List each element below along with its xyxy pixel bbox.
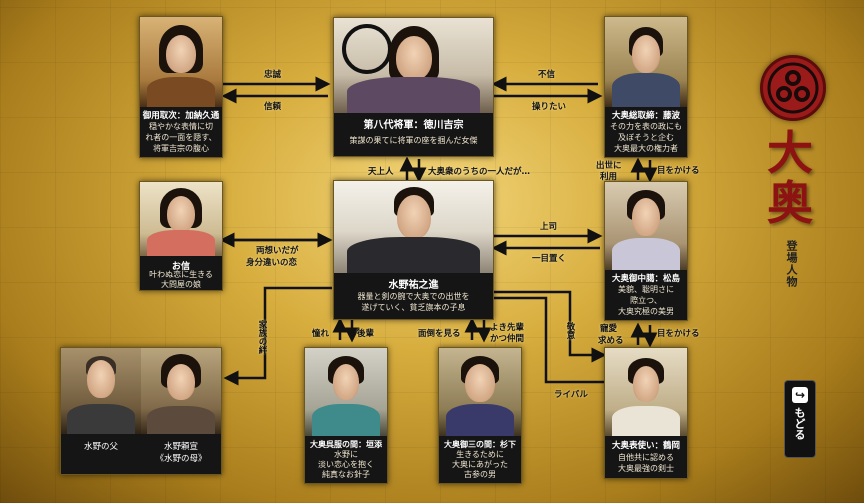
kakizoe-desc-2: 淡い恋心を抱く <box>318 460 374 469</box>
tsuruoka-name: 大奥表使い：鶴岡 <box>611 441 680 451</box>
title-char-2: 奥 <box>767 176 813 230</box>
label-oku: 大奥衆のうちの一人だが… <box>428 167 531 177</box>
label-shinrai: 信頼 <box>264 102 282 112</box>
mother-role: 《水野の母》 <box>155 454 207 464</box>
subtitle: 登場人物 <box>785 240 798 288</box>
fujinami-portrait <box>605 17 687 107</box>
label-yoki-1: よき先輩 <box>490 323 525 333</box>
matsushima-desc-2: 際立つ、 <box>630 296 662 305</box>
yoshimune-desc: 策謀の果てに将軍の座を掴んだ女傑 <box>349 136 478 145</box>
matsushima-name: 大奥御中臈：松島 <box>611 274 680 284</box>
arrow-keii <box>492 290 607 363</box>
onobu-portrait <box>140 182 222 256</box>
sugishita-desc-2: 大奥にあがった <box>452 460 508 469</box>
kanou-portrait <box>140 17 222 107</box>
label-ryouomoi-2: 身分違いの恋 <box>246 258 298 268</box>
card-tsuruoka[interactable]: 大奥表使い：鶴岡 自他共に認める 大奥最強の剣士 <box>604 347 688 479</box>
label-yoki-2: かつ仲間 <box>490 334 525 344</box>
mizuno-portrait <box>334 181 493 273</box>
sugishita-desc-1: 生きるために <box>456 450 504 459</box>
sugishita-portrait <box>439 348 521 436</box>
yoshimune-name: 第八代将軍：徳川吉宗 <box>363 120 464 131</box>
tsuruoka-desc-1: 自他共に認める <box>618 453 674 462</box>
card-fujinami[interactable]: 大奥総取締：藤波 その力を表の政にも 及ぼそうと企む 大奥最大の権力者 <box>604 16 688 158</box>
arrow-kazoku <box>223 286 332 386</box>
label-chouai-2: 求める <box>598 336 624 346</box>
label-tenjou: 天上人 <box>368 167 394 177</box>
fujinami-name: 大奥総取締：藤波 <box>611 111 680 121</box>
label-chouai-1: 寵愛 <box>600 324 618 334</box>
label-akogare: 憧れ <box>312 329 330 339</box>
card-kakizoe[interactable]: 大奥呉服の間：垣添 水野に 淡い恋心を抱く 純真なお針子 <box>304 347 388 484</box>
label-chuusei: 忠誠 <box>264 70 282 80</box>
father-portrait <box>61 348 141 434</box>
card-kanou[interactable]: 御用取次：加納久通 穏やかな表情に切 れ者の一面を隠す、 将軍吉宗の腹心 <box>139 16 223 158</box>
card-sugishita[interactable]: 大奥御三の間：杉下 生きるために 大奥にあがった 古参の男 <box>438 347 522 484</box>
label-riyou: 利用 <box>600 172 618 182</box>
onobu-name: お信 <box>171 262 190 272</box>
kakizoe-portrait <box>305 348 387 436</box>
matsushima-desc-1: 美貌、聡明さに <box>618 285 674 294</box>
mizuno-desc-1: 器量と剣の腕で大奥での出世を <box>357 292 470 301</box>
label-mekakeru-1: 目をかける <box>657 166 700 176</box>
card-matsushima[interactable]: 大奥御中臈：松島 美貌、聡明さに 際立つ、 大奥究極の美男 <box>604 181 688 321</box>
card-yoshimune[interactable]: 第八代将軍：徳川吉宗 策謀の果てに将軍の座を掴んだ女傑 <box>333 17 494 157</box>
kakizoe-desc-3: 純真なお針子 <box>322 470 370 479</box>
label-kouhai: 後輩 <box>357 329 375 339</box>
label-mendou: 面倒を見る <box>418 329 461 339</box>
label-fushin: 不信 <box>538 70 556 80</box>
return-arrow-icon: ↪ <box>792 387 808 403</box>
sugishita-desc-3: 古参の男 <box>464 470 496 479</box>
onobu-desc-2: 大問屋の娘 <box>161 280 201 289</box>
tsuruoka-desc-2: 大奥最強の剣士 <box>618 464 674 473</box>
mother-name: 水野頼宣 <box>163 442 198 452</box>
card-parents[interactable]: 水野の父 水野頼宣 《水野の母》 <box>60 347 222 475</box>
fujinami-desc-2: 及ぼそうと企む <box>618 133 674 142</box>
card-onobu[interactable]: お信 叶わぬ恋に生きる 大問屋の娘 <box>139 181 223 291</box>
label-ichimoku: 一目置く <box>532 254 567 264</box>
mizuno-name: 水野祐之進 <box>388 280 439 291</box>
yoshimune-portrait <box>334 18 493 113</box>
kakizoe-desc-1: 水野に <box>334 450 358 459</box>
back-label: もどる <box>793 407 806 440</box>
label-shusse: 出世に <box>596 161 622 171</box>
tokugawa-crest-icon <box>760 55 826 121</box>
label-ayatsuritai: 操りたい <box>532 102 567 112</box>
label-raibaru: ライバル <box>554 390 588 400</box>
matsushima-desc-3: 大奥究極の美男 <box>618 307 674 316</box>
back-button[interactable]: ↪ もどる <box>784 380 816 458</box>
matsushima-portrait <box>605 182 687 270</box>
onobu-desc-1: 叶わぬ恋に生きる <box>149 270 213 279</box>
label-mekakeru-2: 目をかける <box>657 329 700 339</box>
kakizoe-name: 大奥呉服の間：垣添 <box>310 440 382 449</box>
kanou-desc-2: れ者の一面を隠す、 <box>145 133 217 142</box>
mizuno-desc-2: 遂げていく、貧乏旗本の子息 <box>361 303 466 312</box>
father-name: 水野の父 <box>83 442 118 452</box>
mother-portrait <box>141 348 221 434</box>
kanou-desc-1: 穏やかな表情に切 <box>149 122 213 131</box>
label-ryouomoi-1: 両想いだが <box>256 246 299 256</box>
kanou-desc-3: 将軍吉宗の腹心 <box>153 144 209 153</box>
tsuruoka-portrait <box>605 348 687 436</box>
label-keii: 敬意 <box>565 322 575 339</box>
fujinami-desc-3: 大奥最大の権力者 <box>614 144 678 153</box>
label-kazoku: 家族の絆 <box>257 320 267 354</box>
kanou-name: 御用取次：加納久通 <box>142 111 220 121</box>
fujinami-desc-1: その力を表の政にも <box>610 122 682 131</box>
sugishita-name: 大奥御三の間：杉下 <box>444 440 516 449</box>
crest-mark-icon <box>342 24 392 74</box>
title-char-1: 大 <box>767 126 813 180</box>
card-mizuno[interactable]: 水野祐之進 器量と剣の腕で大奥での出世を 遂げていく、貧乏旗本の子息 <box>333 180 494 320</box>
arrow-raibaru <box>492 296 604 384</box>
label-joushi: 上司 <box>540 222 558 232</box>
